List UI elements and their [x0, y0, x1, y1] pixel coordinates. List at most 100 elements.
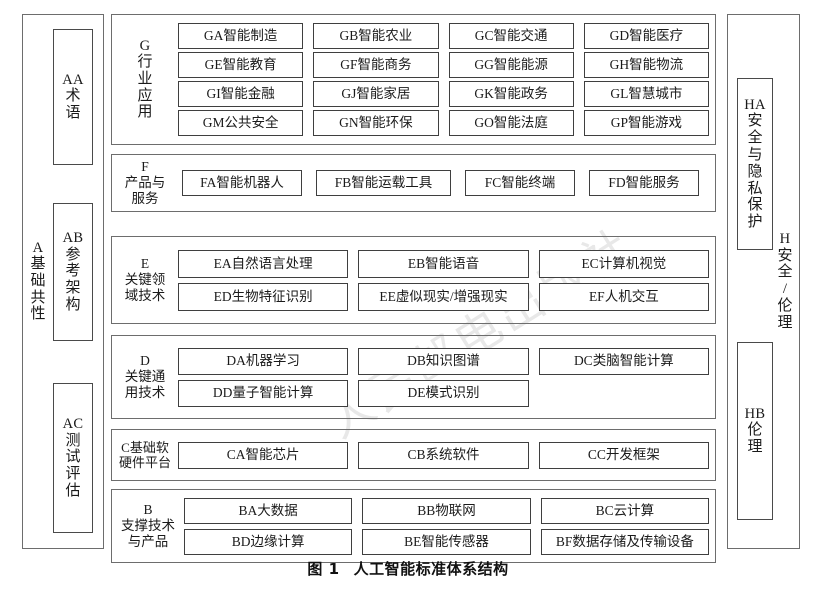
cell-ed[interactable]: ED生物特征识别: [178, 282, 349, 311]
cell-da[interactable]: DA机器学习: [178, 347, 349, 375]
box-ac-label: AC 测 试 评 估: [54, 384, 92, 532]
cell-gm[interactable]: GM公共安全: [178, 110, 304, 136]
cell-gl[interactable]: GL智慧城市: [583, 81, 709, 107]
band-d-key-general-technology: D 关键通 用技术 DA机器学习 DB知识图谱 DC类脑智能计算 DD量子智能计…: [111, 335, 716, 419]
band-g-label-char: 行: [137, 54, 153, 71]
cell-dd[interactable]: DD量子智能计算: [178, 379, 349, 407]
band-c-basic-software-hardware-platform: C基础软 硬件平台 CA智能芯片 CB系统软件 CC开发框架: [111, 429, 716, 481]
column-a-label-char: 基: [30, 256, 46, 273]
column-a-label: A 基 础 共 性: [26, 15, 50, 548]
cell-ca[interactable]: CA智能芯片: [178, 441, 349, 469]
cell-cb[interactable]: CB系统软件: [358, 441, 529, 469]
cell-bf[interactable]: BF数据存储及传输设备: [540, 528, 709, 555]
cell-gc[interactable]: GC智能交通: [448, 23, 574, 49]
cell-dc[interactable]: DC类脑智能计算: [538, 347, 709, 375]
cell-be[interactable]: BE智能传感器: [362, 528, 531, 555]
box-ha-label-char: 全: [747, 130, 763, 147]
cell-gg[interactable]: GG智能能源: [448, 52, 574, 78]
figure-caption: 图 1 人工智能标准体系结构: [0, 558, 816, 579]
cell-bc[interactable]: BC云计算: [540, 497, 709, 524]
box-ab-label-char: 考: [65, 263, 81, 280]
cell-fc[interactable]: FC智能终端: [465, 170, 575, 196]
cell-gn[interactable]: GN智能环保: [313, 110, 439, 136]
box-hb-code: HB: [744, 406, 766, 423]
cell-gf[interactable]: GF智能商务: [313, 52, 439, 78]
cell-ge[interactable]: GE智能教育: [178, 52, 304, 78]
box-ac-label-char: 测: [65, 432, 81, 449]
band-f-body: FA智能机器人 FB智能运载工具 FC智能终端 FD智能服务: [178, 155, 715, 211]
band-d-body: DA机器学习 DB知识图谱 DC类脑智能计算 DD量子智能计算 DE模式识别: [178, 336, 715, 418]
column-a-code: A: [32, 239, 44, 256]
box-ha-label-char: 护: [747, 214, 763, 231]
cell-bd[interactable]: BD边缘计算: [184, 528, 353, 555]
cell-gp[interactable]: GP智能游戏: [583, 110, 709, 136]
box-ha-label-char: 保: [747, 197, 763, 214]
band-b-row: BA大数据 BB物联网 BC云计算: [184, 497, 709, 524]
band-g-row: GE智能教育 GF智能商务 GG智能能源 GH智能物流: [178, 52, 709, 78]
cell-d-empty: [538, 379, 709, 407]
box-ab-reference-architecture[interactable]: AB 参 考 架 构: [53, 203, 93, 341]
box-ac-code: AC: [62, 416, 84, 433]
cell-db[interactable]: DB知识图谱: [358, 347, 529, 375]
column-a-label-char: 础: [30, 272, 46, 289]
band-c-row: CA智能芯片 CB系统软件 CC开发框架: [178, 441, 709, 469]
box-hb-label: HB 伦 理: [738, 343, 772, 519]
cell-ga[interactable]: GA智能制造: [178, 23, 304, 49]
cell-gh[interactable]: GH智能物流: [583, 52, 709, 78]
box-ab-label: AB 参 考 架 构: [54, 204, 92, 340]
cell-ec[interactable]: EC计算机视觉: [538, 249, 709, 278]
band-d-row: DA机器学习 DB知识图谱 DC类脑智能计算: [178, 347, 709, 375]
box-ab-code: AB: [62, 230, 84, 247]
band-g-label-char: 用: [137, 104, 153, 121]
column-h-label-text: H 安 全 / 伦 理: [777, 15, 792, 548]
box-ab-label-char: 架: [65, 280, 81, 297]
box-ha-security-privacy-protection[interactable]: HA 安 全 与 隐 私 保 护: [737, 78, 773, 250]
cell-fa[interactable]: FA智能机器人: [182, 170, 302, 196]
cell-gk[interactable]: GK智能政务: [448, 81, 574, 107]
box-hb-ethics[interactable]: HB 伦 理: [737, 342, 773, 520]
band-g-label-char: 应: [137, 87, 153, 104]
figure-caption-title: 人工智能标准体系结构: [353, 560, 509, 578]
cell-cc[interactable]: CC开发框架: [538, 441, 709, 469]
box-aa-label: AA 术 语: [54, 30, 92, 164]
cell-go[interactable]: GO智能法庭: [448, 110, 574, 136]
column-h-label: H 安 全 / 伦 理: [773, 15, 797, 548]
cell-ba[interactable]: BA大数据: [184, 497, 353, 524]
box-ha-label-char: 私: [747, 180, 763, 197]
band-g-body: GA智能制造 GB智能农业 GC智能交通 GD智能医疗 GE智能教育 GF智能商…: [178, 15, 715, 144]
cell-bb[interactable]: BB物联网: [362, 497, 531, 524]
box-ha-label-char: 隐: [747, 163, 763, 180]
band-g-label-text: G 行 业 应 用: [137, 15, 152, 144]
cell-gi[interactable]: GI智能金融: [178, 81, 304, 107]
cell-de[interactable]: DE模式识别: [358, 379, 529, 407]
cell-fb[interactable]: FB智能运载工具: [316, 170, 451, 196]
cell-ea[interactable]: EA自然语言处理: [178, 249, 349, 278]
cell-fd[interactable]: FD智能服务: [589, 170, 699, 196]
column-a-label-char: 性: [30, 306, 46, 323]
figure-caption-number: 图 1: [307, 560, 340, 578]
box-ac-test-evaluation[interactable]: AC 测 试 评 估: [53, 383, 93, 533]
column-h-label-char: 理: [777, 314, 793, 331]
cell-gj[interactable]: GJ智能家居: [313, 81, 439, 107]
box-ha-label: HA 安 全 与 隐 私 保 护: [738, 79, 772, 249]
box-ac-label-char: 评: [65, 466, 81, 483]
column-h-code: H: [779, 231, 791, 248]
band-e-key-domain-technology: E 关键领 域技术 EA自然语言处理 EB智能语音 EC计算机视觉 ED生物特征…: [111, 236, 716, 324]
column-h-label-char: 全: [777, 264, 793, 281]
cell-gd[interactable]: GD智能医疗: [583, 23, 709, 49]
band-e-body: EA自然语言处理 EB智能语音 EC计算机视觉 ED生物特征识别 EE虚似现实/…: [178, 237, 715, 323]
cell-ef[interactable]: EF人机交互: [538, 282, 709, 311]
column-a-label-char: 共: [30, 289, 46, 306]
box-aa-terminology[interactable]: AA 术 语: [53, 29, 93, 165]
cell-ee[interactable]: EE虚似现实/增强现实: [358, 282, 529, 311]
band-d-label: D 关键通 用技术: [124, 353, 166, 400]
band-e-row: EA自然语言处理 EB智能语音 EC计算机视觉: [178, 249, 709, 278]
column-h-security-ethics: H 安 全 / 伦 理 HA 安 全 与 隐 私 保 护 HB: [727, 14, 800, 549]
cell-eb[interactable]: EB智能语音: [358, 249, 529, 278]
band-b-body: BA大数据 BB物联网 BC云计算 BD边缘计算 BE智能传感器 BF数据存储及…: [184, 490, 715, 562]
middle-band-stack: G 行 业 应 用 GA智能制造 GB智能农业 GC智能交通 GD智能医疗 GE…: [111, 14, 716, 563]
cell-gb[interactable]: GB智能农业: [313, 23, 439, 49]
band-e-label: E 关键领 域技术: [124, 256, 166, 303]
column-a-foundation-common: A 基 础 共 性 AA 术 语 AB 参 考 架 构: [22, 14, 104, 549]
box-ha-label-char: 安: [747, 113, 763, 130]
